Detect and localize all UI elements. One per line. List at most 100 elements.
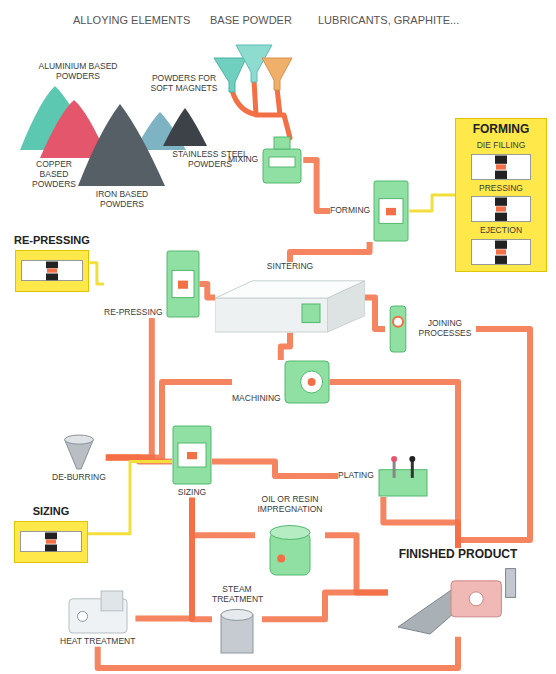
window xyxy=(269,157,295,167)
die-window xyxy=(472,240,531,265)
label-wrap: LUBRICANTS, GRAPHITE... xyxy=(318,14,459,27)
process-station: SIZING xyxy=(14,505,88,563)
flow-pipe xyxy=(98,637,458,668)
flow-pipe xyxy=(200,284,215,297)
station-icon xyxy=(385,305,411,353)
flow-pipe xyxy=(192,498,255,536)
station-icon xyxy=(172,425,212,485)
compact xyxy=(46,539,56,543)
section-heading: FINISHED PRODUCT xyxy=(399,548,518,562)
process-label: HEAT TREATMENT xyxy=(60,637,135,647)
section-heading: RE-PRESSING xyxy=(14,234,90,247)
station-icon xyxy=(268,518,312,576)
compact xyxy=(496,249,506,254)
upper-punch xyxy=(45,532,57,539)
station-icon xyxy=(61,432,97,470)
input-heading: BASE POWDER xyxy=(210,14,292,27)
powder-cone xyxy=(163,108,207,146)
section-heading: FORMING xyxy=(473,123,530,137)
step-box: EJECTION xyxy=(471,226,531,265)
station-icon xyxy=(373,180,409,242)
work-piece xyxy=(386,208,396,215)
process-label: MACHINING xyxy=(232,394,281,404)
process-station: RE-PRESSING xyxy=(14,234,90,292)
powder-label: COPPER BASED POWDERS xyxy=(22,160,86,189)
process-station: HEAT TREATMENT xyxy=(60,590,135,647)
station-icon xyxy=(471,196,531,222)
label-wrap: COPPER BASED POWDERS xyxy=(22,160,86,189)
lower-punch xyxy=(495,213,507,221)
upper-punch xyxy=(495,155,507,163)
die-window xyxy=(21,260,82,280)
furnace-side xyxy=(328,281,366,332)
drum-top xyxy=(65,435,94,444)
process-label: MIXING xyxy=(228,155,258,165)
process-label: DIE FILLING xyxy=(477,141,526,151)
station-icon xyxy=(166,250,200,318)
step-box: PRESSING xyxy=(471,184,531,223)
compact xyxy=(496,207,506,212)
leader-line xyxy=(90,263,104,284)
process-station: SINTERING xyxy=(215,262,365,333)
station-icon xyxy=(219,608,255,654)
process-label: SIZING xyxy=(178,488,206,498)
funnel xyxy=(262,58,292,90)
label-wrap: POWDERS FOR SOFT MAGNETS xyxy=(148,74,220,94)
powder-label: POWDERS FOR SOFT MAGNETS xyxy=(148,74,220,94)
process-label: RE-PRESSING xyxy=(104,308,163,318)
process-station: SIZING xyxy=(172,425,212,498)
label-wrap: ALLOYING ELEMENTS xyxy=(73,14,190,27)
station-icon xyxy=(377,455,429,497)
process-label: SINTERING xyxy=(267,262,313,272)
station-icon xyxy=(15,250,89,292)
process-label: DE-BURRING xyxy=(52,473,106,483)
station-icon xyxy=(471,154,531,180)
product-pin xyxy=(506,568,516,597)
work-piece xyxy=(178,281,188,289)
flow-pipe xyxy=(106,318,152,457)
chuck xyxy=(300,371,322,393)
process-label: EJECTION xyxy=(480,226,522,236)
label-wrap: ALUMINIUM BASED POWDERS xyxy=(38,62,118,82)
flow-pipe xyxy=(290,242,370,262)
callout-panel: FORMING DIE FILLING PRESSING EJECTION xyxy=(455,118,547,272)
die-window xyxy=(472,154,531,179)
process-station: JOINING PROCESSES xyxy=(385,305,476,353)
product-bracket xyxy=(451,581,501,617)
lower-punch xyxy=(495,256,507,264)
upper-punch xyxy=(495,241,507,249)
tank-top xyxy=(270,525,310,539)
lower-punch xyxy=(46,273,58,280)
press-window xyxy=(178,443,206,467)
flow-pipe xyxy=(212,461,338,476)
funnel xyxy=(214,58,246,92)
process-station: STEAM TREATMENT xyxy=(212,585,262,654)
process-station: PLATING xyxy=(338,455,429,497)
process-station: MIXING xyxy=(228,135,303,185)
flow-pipe xyxy=(458,329,530,548)
powder-label: IRON BASED POWDERS xyxy=(77,190,167,210)
leader-line xyxy=(409,195,455,211)
flow-pipe xyxy=(135,498,192,619)
upper-punch xyxy=(495,198,507,206)
hopper xyxy=(274,137,290,149)
callout-box xyxy=(15,521,88,562)
process-station: MACHINING xyxy=(232,360,330,404)
lower-punch xyxy=(495,170,507,178)
compact xyxy=(496,164,506,169)
label-wrap: IRON BASED POWDERS xyxy=(77,190,167,210)
process-label: JOINING PROCESSES xyxy=(414,319,476,339)
station-icon xyxy=(14,521,88,563)
valve xyxy=(277,554,285,562)
powder-label: ALUMINIUM BASED POWDERS xyxy=(38,62,118,82)
furnace-front xyxy=(215,298,328,332)
process-station: DE-BURRING xyxy=(52,432,106,483)
flow-pipe xyxy=(281,333,290,360)
flow-pipe xyxy=(330,382,458,548)
process-station: OIL OR RESIN IMPREGNATION xyxy=(255,495,325,576)
station-icon xyxy=(67,590,129,634)
tool xyxy=(393,317,403,327)
press-window xyxy=(172,270,194,297)
section-heading: SIZING xyxy=(33,505,70,518)
